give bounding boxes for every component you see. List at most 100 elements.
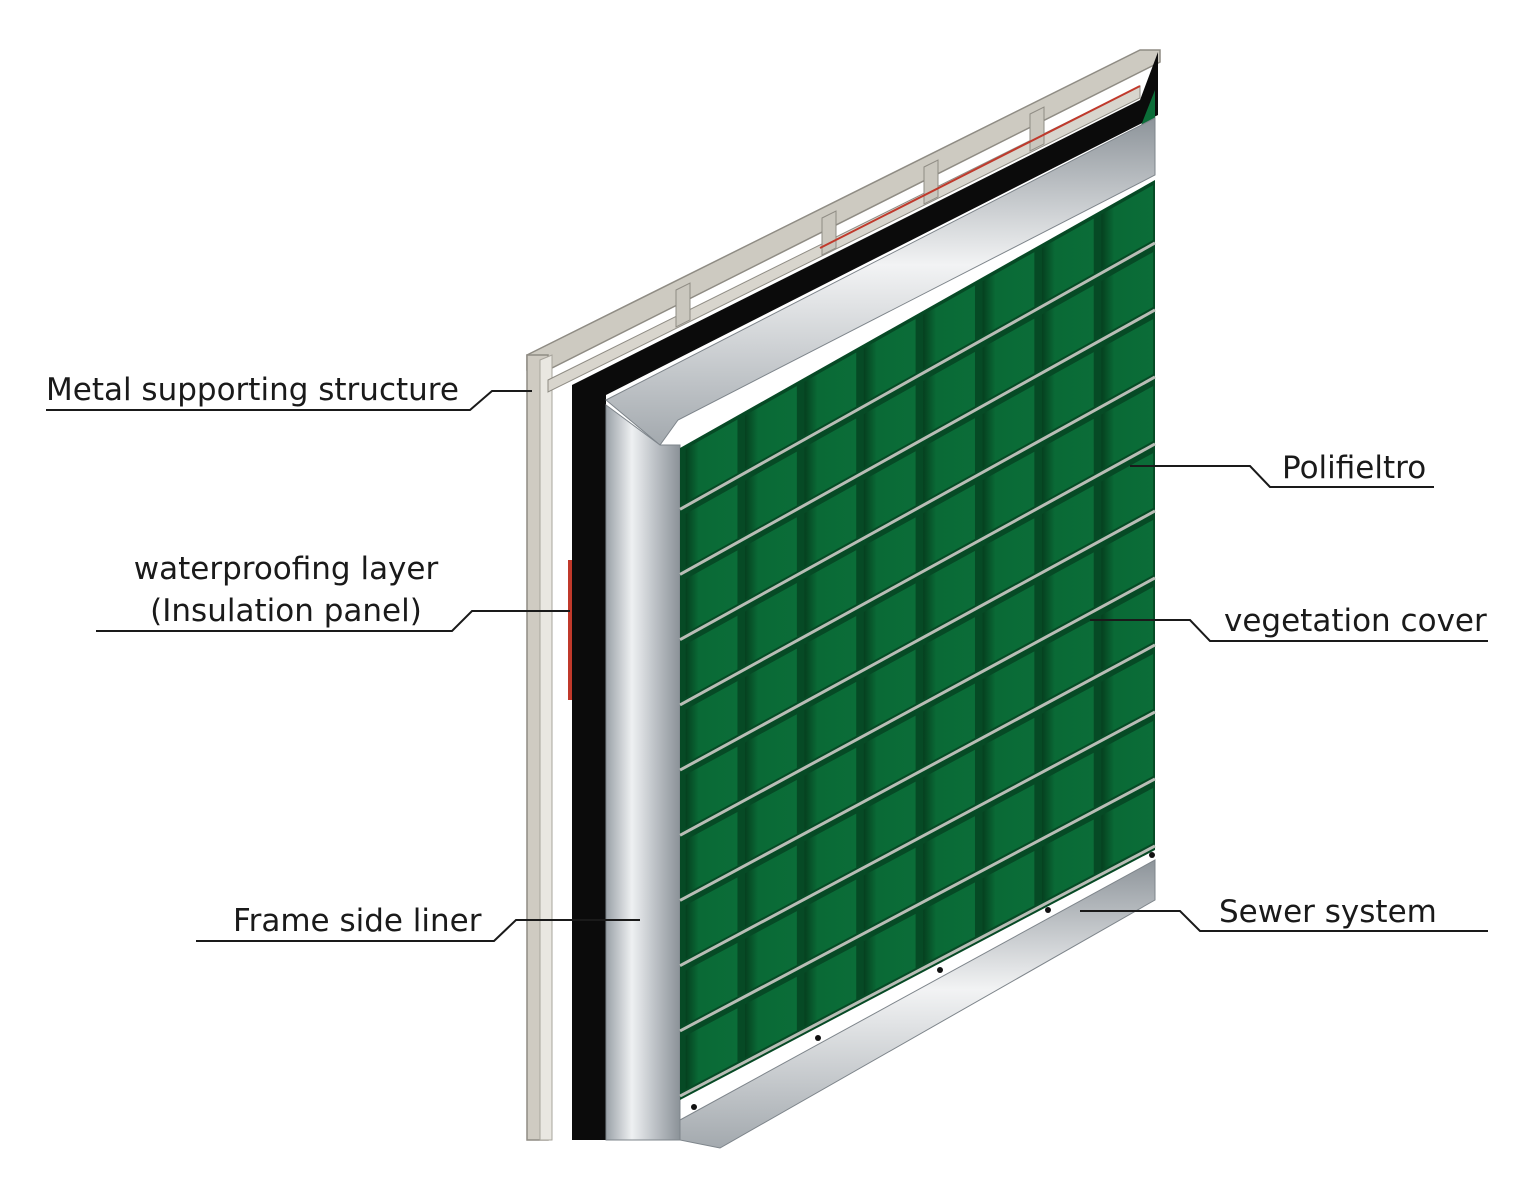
vegetation-pocket: [804, 879, 857, 961]
leader-sewer: [1080, 910, 1488, 932]
leader-metal: [46, 390, 532, 411]
waterproofing-top: [572, 52, 1158, 405]
leader-frame: [196, 919, 640, 942]
drain-hole: [691, 1104, 697, 1110]
metal-frame-inner-post: [539, 354, 553, 1141]
vegetation-pocket: [1041, 819, 1094, 902]
waterproofing-side: [572, 385, 606, 1140]
vegetation-pocket: [1101, 386, 1154, 470]
label-metal-supporting-structure: Metal supporting structure: [46, 372, 459, 408]
vegetation-pocket: [685, 942, 738, 1024]
vegetation-pocket: [745, 517, 797, 600]
vegetation-pocket: [804, 550, 857, 633]
vegetation-pocket: [923, 617, 975, 700]
vegetation-pocket: [804, 484, 857, 567]
vegetation-pocket: [685, 681, 738, 764]
vegetation-pocket: [1101, 453, 1154, 537]
waterproofing-layer: [568, 52, 1158, 1140]
vegetation-pocket: [923, 816, 975, 898]
label-vegetation-cover: vegetation cover: [1224, 603, 1487, 639]
vegetation-pocket: [685, 1008, 738, 1090]
vegetation-pocket: [804, 418, 857, 502]
metal-frame-struts: [675, 106, 1045, 328]
pocket-lip-line: [679, 241, 1156, 511]
vegetation-pocket: [982, 385, 1035, 469]
vegetation-pocket: [745, 976, 797, 1058]
vegetation-pocket: [804, 813, 857, 896]
vegetation-pocket: [745, 648, 797, 731]
vegetation-pocket: [1041, 752, 1094, 835]
drain-hole: [1045, 907, 1051, 913]
vegetation-pocket: [685, 550, 738, 633]
felt-red-edge: [568, 560, 572, 700]
vegetation-pocket: [685, 746, 738, 829]
drain-hole: [937, 967, 943, 973]
vegetation-pocket: [923, 285, 975, 369]
vegetation-pocket: [863, 715, 916, 798]
vegetation-pocket: [745, 582, 797, 666]
vegetation-pocket: [923, 550, 975, 634]
vegetation-pocket: [923, 418, 975, 502]
vegetation-pocket: [1101, 185, 1154, 270]
vegetation-pocket: [982, 252, 1035, 336]
leader-lines: [46, 390, 1488, 942]
label-waterproofing-layer: waterproofing layer: [133, 551, 439, 587]
vegetation-pocket: [745, 845, 797, 928]
vegetation-pocket: [1101, 319, 1154, 403]
metal-supporting-structure: [526, 49, 1161, 1141]
vegetation-pocket: [804, 352, 857, 436]
vegetation-pocket: [982, 850, 1035, 933]
pocket-lip-line: [679, 375, 1156, 642]
vegetation-pocket: [685, 812, 738, 894]
label-polifieltro: Polifieltro: [1282, 450, 1427, 486]
vegetation-pocket: [685, 877, 738, 959]
frame-side-liner: [605, 117, 1156, 1149]
label-insulation-panel: (Insulation panel): [150, 593, 422, 629]
vegetation-pocket: [1041, 285, 1094, 369]
vegetation-pocket: [982, 717, 1035, 801]
label-frame-side-liner: Frame side liner: [233, 903, 482, 939]
sewer-system-drain-holes: [691, 852, 1155, 1110]
vegetation-cover: [679, 180, 1156, 1100]
vegetation-pocket: [982, 451, 1035, 535]
pocket-lip-line: [679, 442, 1156, 707]
vegetation-pocket: [1101, 587, 1154, 670]
vegetation-pocket: [1101, 252, 1154, 336]
pocket-lip-line: [679, 777, 1156, 1033]
aluminium-side-profile: [605, 404, 681, 1141]
vegetation-pocket: [923, 882, 975, 965]
vegetation-pocket: [982, 784, 1035, 867]
vegetation-pocket: [1101, 788, 1154, 871]
vegetation-pocket: [982, 584, 1035, 668]
vegetation-pocket: [982, 518, 1035, 602]
drain-hole: [1149, 852, 1155, 858]
vegetation-pocket: [923, 351, 975, 436]
aluminium-bottom-profile: [679, 859, 1156, 1149]
pocket-lip-line: [679, 509, 1156, 772]
pocket-lip-line: [679, 576, 1156, 837]
vegetation-pocket: [804, 945, 857, 1027]
vegetation-pocket: [863, 847, 916, 930]
drain-hole: [815, 1035, 821, 1041]
vegetation-pocket: [923, 749, 975, 832]
vegetation-pocket: [863, 517, 916, 600]
vegetation-pocket: [863, 583, 916, 666]
pocket-lip-line: [679, 643, 1156, 902]
leader-polifieltro: [1130, 465, 1434, 488]
vegetation-pocket: [1041, 685, 1094, 769]
metal-frame-second-rail: [547, 85, 1141, 393]
vegetation-pocket: [863, 385, 916, 469]
leader-vegetation: [1090, 619, 1488, 642]
vegetation-pocket: [863, 913, 916, 996]
vegetation-pocket: [1041, 418, 1094, 503]
vegetation-pocket: [982, 651, 1035, 734]
vegetation-pocket: [685, 615, 738, 698]
aluminium-top-profile: [605, 117, 1156, 446]
vegetation-pocket: [1101, 654, 1154, 737]
vegetation-pocket: [804, 615, 857, 699]
label-sewer-system: Sewer system: [1219, 894, 1437, 930]
pocket-lip-line: [679, 710, 1156, 968]
vegetation-pocket: [1041, 619, 1094, 702]
pocket-lip-line: [679, 308, 1156, 576]
